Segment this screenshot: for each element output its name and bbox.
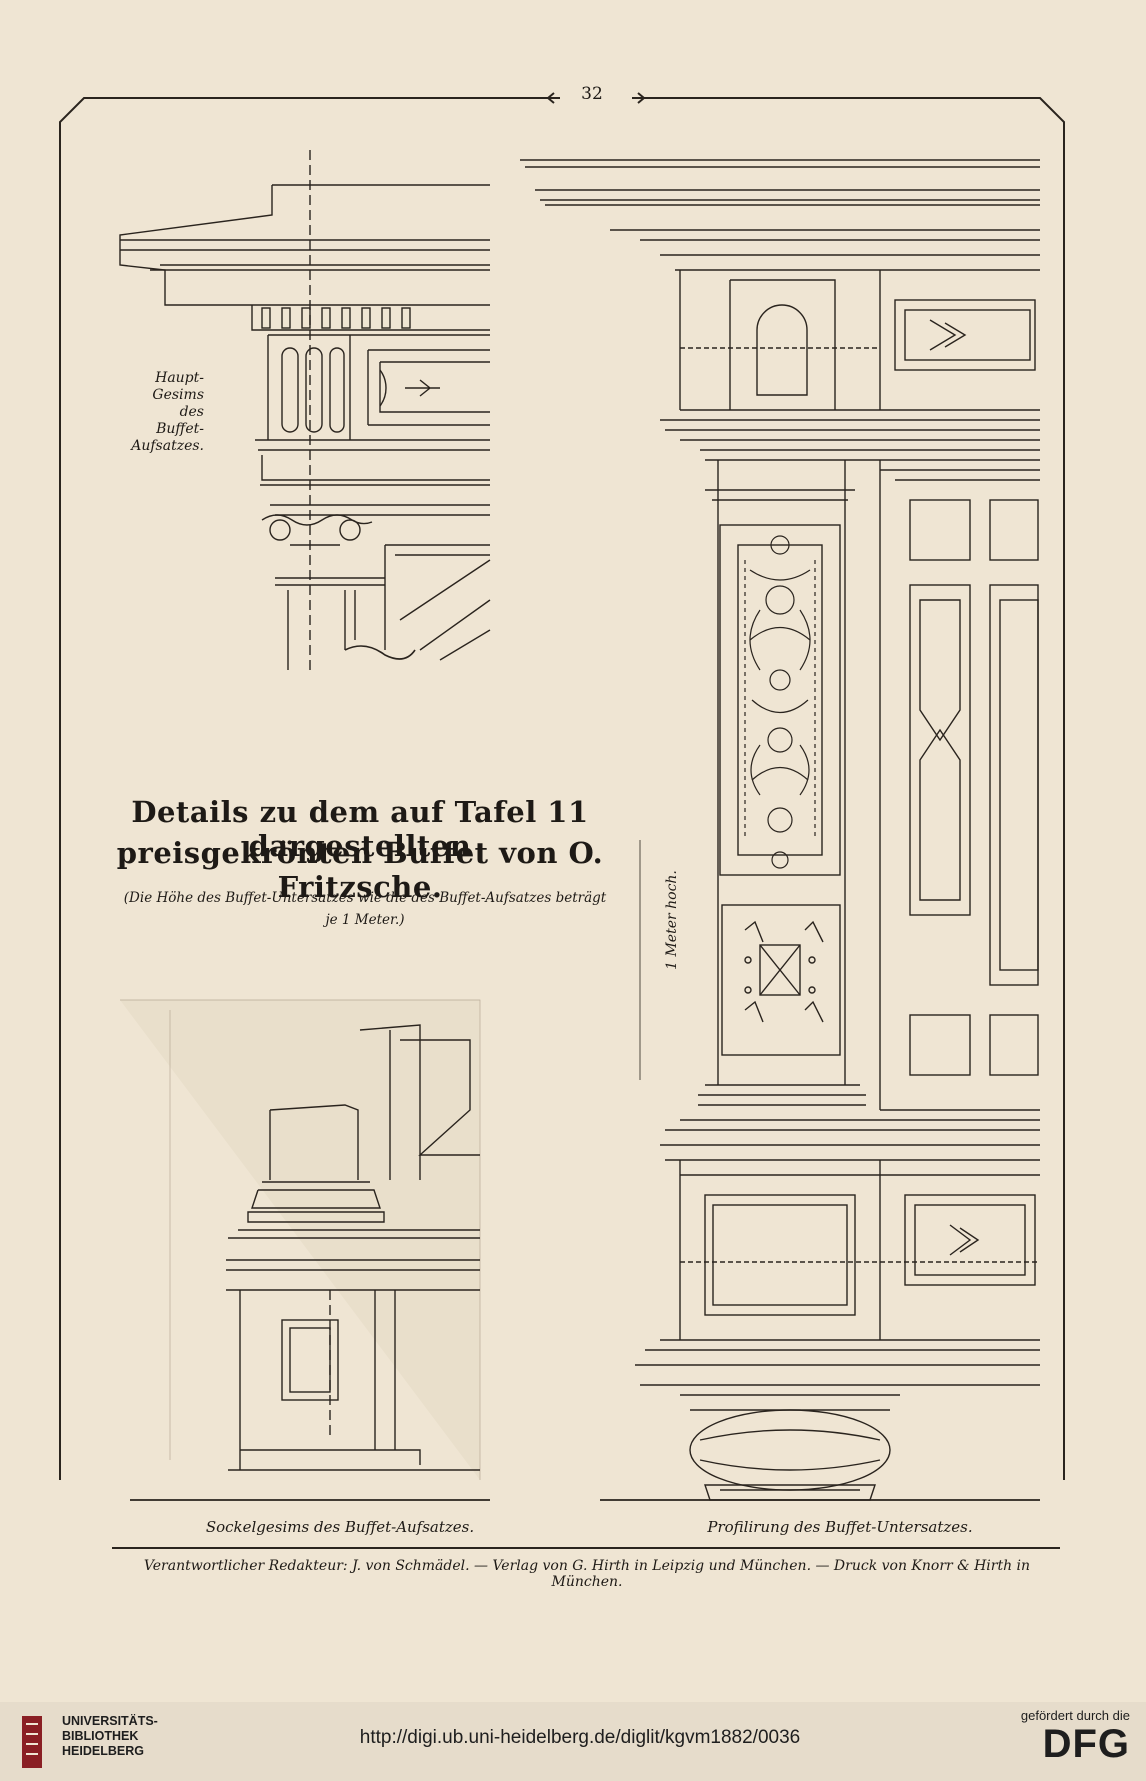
scanned-page (0, 0, 1146, 1702)
plate-title-line-2: preisgekrönten Buffet von O. Fritzsche. (116, 836, 604, 904)
profilirung-drawing (520, 159, 1040, 1501)
library-name-line: HEIDELBERG (62, 1744, 144, 1758)
hauptgesims-label-line: Haupt- (155, 370, 204, 386)
imprint-line: Verantwortlicher Redakteur: J. von Schmä… (143, 1558, 1031, 1590)
plate-title-line-1: Details zu dem auf Tafel 11 dargestellte… (131, 795, 589, 863)
digitization-url-link[interactable]: http://digi.ub.uni-heidelberg.de/diglit/… (359, 1727, 801, 1748)
funding-label: gefördert durch die (1020, 1708, 1130, 1723)
library-name-line: BIBLIOTHEK (62, 1729, 139, 1743)
library-footer-bar (0, 1702, 1146, 1781)
hauptgesims-label: Haupt- Gesims des Buffet- Aufsatzes. (112, 370, 204, 455)
scale-label: 1 Meter hoch. (664, 870, 680, 970)
page-illustrations (59, 92, 1065, 1549)
height-note-line-1: (Die Höhe des Buffet-Untersatzes wie die… (123, 890, 607, 906)
hauptgesims-drawing (119, 150, 491, 670)
dentils (261, 307, 411, 329)
page-number: 32 (581, 84, 603, 104)
hauptgesims-label-line: Aufsatzes. (131, 438, 204, 454)
caption-profilirung: Profilirung des Buffet-Untersatzes. (707, 1518, 973, 1536)
page-frame (59, 92, 1065, 1549)
dfg-logo: DFG (1042, 1722, 1130, 1766)
library-name: UNIVERSITÄTS- BIBLIOTHEK HEIDELBERG (62, 1714, 158, 1759)
hauptgesims-label-line: Gesims (152, 387, 204, 403)
library-name-line: UNIVERSITÄTS- (62, 1714, 158, 1728)
height-note-line-2: je 1 Meter.) (325, 912, 405, 928)
hauptgesims-label-line: des (179, 404, 204, 420)
caption-sockelgesims: Sockelgesims des Buffet-Aufsatzes. (205, 1518, 475, 1536)
hauptgesims-label-line: Buffet- (156, 421, 204, 437)
sockelgesims-drawing (120, 999, 490, 1501)
university-seal-icon (22, 1716, 42, 1768)
carved-ornament (744, 535, 816, 869)
